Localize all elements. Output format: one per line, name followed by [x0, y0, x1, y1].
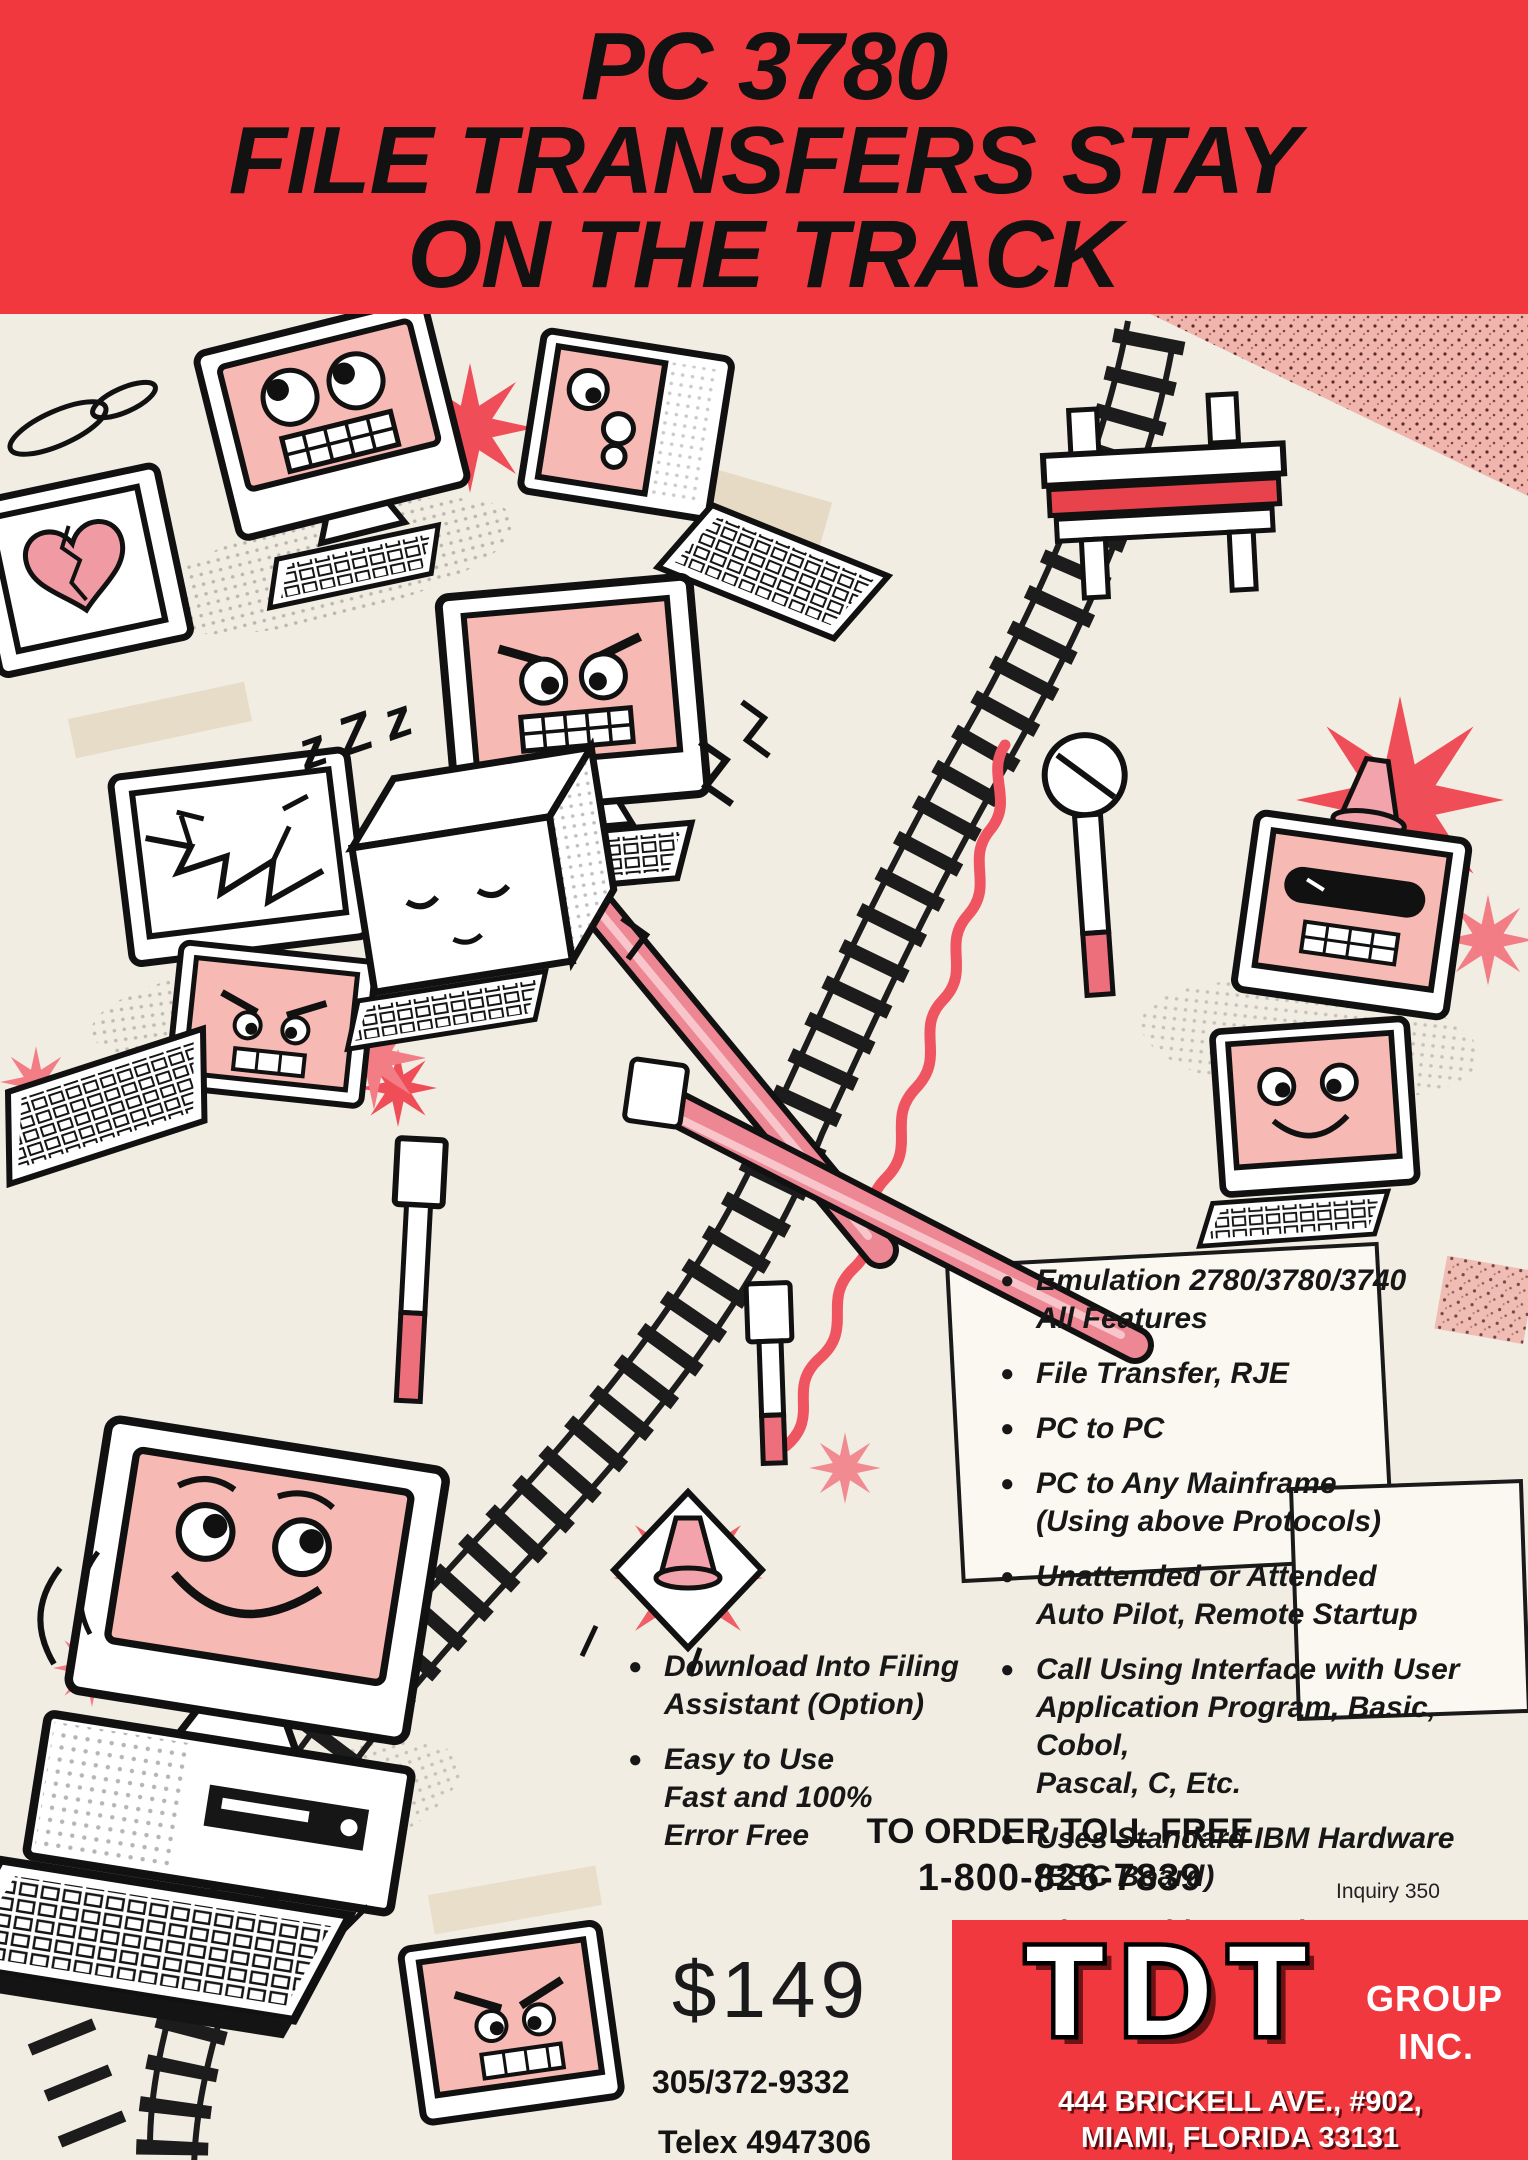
bullet-icon: ●	[1000, 1825, 1015, 1852]
computer-heartbroken-left	[0, 462, 194, 679]
keyboard-loose-left	[4, 1024, 208, 1189]
telex-number: Telex 4947306	[658, 2124, 871, 2160]
bullet-icon: ●	[1000, 1415, 1015, 1442]
feature-text: Call Using Interface with User Applicati…	[1036, 1653, 1460, 1800]
feature-text: PC to PC	[1036, 1412, 1165, 1445]
feature-text: File Transfer, RJE	[1036, 1357, 1289, 1390]
computer-startled-top	[517, 327, 735, 522]
speckled-corner	[1146, 312, 1528, 496]
red-squiggle	[780, 739, 1011, 1452]
white-boxes	[945, 1241, 1528, 1722]
banner-title-line3: ON THE TRACK	[407, 201, 1121, 308]
logo-inc-label: INC.	[1398, 2026, 1474, 2067]
logo-address-line1: 444 BRICKELL AVE., #902,	[1058, 2086, 1422, 2118]
feature-item: ● Call Using Interface with User Applica…	[1000, 1651, 1520, 1803]
bullet-icon: ●	[1000, 1470, 1015, 1497]
logo-address-line2: MIAMI, FLORIDA 33131	[1081, 2122, 1399, 2154]
feature-item: ● File Transfer, RJE	[1000, 1355, 1520, 1393]
bullet-icon: ●	[1000, 1360, 1015, 1387]
banner-title-line1: PC 3780	[580, 13, 949, 120]
banner-title-line2: FILE TRANSFERS STAY	[228, 107, 1301, 214]
inquiry-number: Inquiry 350	[1336, 1880, 1440, 1903]
feature-text: Uses Standard IBM Hardware (BSC Board)	[1036, 1822, 1455, 1893]
computer-dizzy-topleft	[193, 296, 471, 611]
tdt-wordmark-shadow: TDT	[1035, 1932, 1332, 2072]
computer-happy-right	[1196, 1015, 1421, 1249]
computer-cool-cone	[1231, 755, 1473, 1021]
bullet-icon: ●	[1000, 1656, 1015, 1683]
price: $149	[672, 1945, 870, 2034]
crash-burst	[809, 1432, 881, 1504]
computer-train-smiling	[0, 1415, 450, 2039]
signal-post-mid	[743, 1280, 795, 1467]
order-heading: TO ORDER TOLL FREE	[866, 1812, 1254, 1851]
feature-text: Unattended or Attended Auto Pilot, Remot…	[1036, 1560, 1418, 1631]
signal-post-left	[391, 1135, 449, 1405]
tdt-logo-box: TDT TDT GROUP INC. 444 BRICKELL AVE., #9…	[952, 1920, 1528, 2160]
feature-item: ● Emulation 2780/3780/3740 All Features	[1000, 1262, 1520, 1338]
traffic-cone-sign	[609, 1487, 767, 1653]
feature-text: Easy to Use Fast and 100% Error Free	[664, 1743, 873, 1852]
toll-free-number: 1-800-826-7839	[917, 1857, 1203, 1899]
tdt-wordmark: TDT TDT	[1021, 1932, 1332, 2072]
feature-text: PC to Any Mainframe (Using above Protoco…	[1036, 1467, 1382, 1538]
feature-item: ● Download Into Filing Assistant (Option…	[628, 1648, 988, 1724]
sleep-zzz-text: z Z z	[289, 687, 420, 782]
tdt-wordmark-text: TDT	[1026, 1932, 1323, 2063]
bullet-icon: ●	[1000, 1267, 1015, 1294]
order-block: TO ORDER TOLL FREE 1-800-826-7839	[820, 1812, 1300, 1900]
logo-group-label: GROUP	[1366, 1978, 1504, 2019]
phone-number: 305/372-9332	[652, 2064, 850, 2100]
feature-item: ● Easy to Use Fast and 100% Error Free	[628, 1741, 988, 1855]
feature-text: Emulation 2780/3780/3740 All Features	[1036, 1264, 1407, 1335]
feature-list-left: ● Download Into Filing Assistant (Option…	[628, 1648, 988, 1872]
feature-item: ● PC to PC	[1000, 1410, 1520, 1448]
crossing-gate	[1039, 391, 1288, 601]
feature-item: ● Unattended or Attended Auto Pilot, Rem…	[1000, 1558, 1520, 1634]
feature-item: ● Uses Standard IBM Hardware (BSC Board)	[1000, 1820, 1520, 1896]
computer-cracked-screen	[107, 746, 372, 967]
keyboard-loose-top	[652, 501, 894, 642]
gate-arm-lower	[622, 1056, 1154, 1364]
bullet-icon: ●	[628, 1746, 643, 1773]
bullet-icon: ●	[1000, 1563, 1015, 1590]
feature-text: Download Into Filing Assistant (Option)	[664, 1650, 959, 1721]
feature-item: ● PC to Any Mainframe (Using above Proto…	[1000, 1465, 1520, 1541]
banner: PC 3780 FILE TRANSFERS STAY ON THE TRACK	[0, 0, 1528, 314]
motion-marks	[7, 379, 771, 1932]
signal-post-round	[1041, 732, 1128, 999]
bullet-icon: ●	[628, 1653, 643, 1680]
computer-grumpy-bottom	[397, 1919, 625, 2126]
